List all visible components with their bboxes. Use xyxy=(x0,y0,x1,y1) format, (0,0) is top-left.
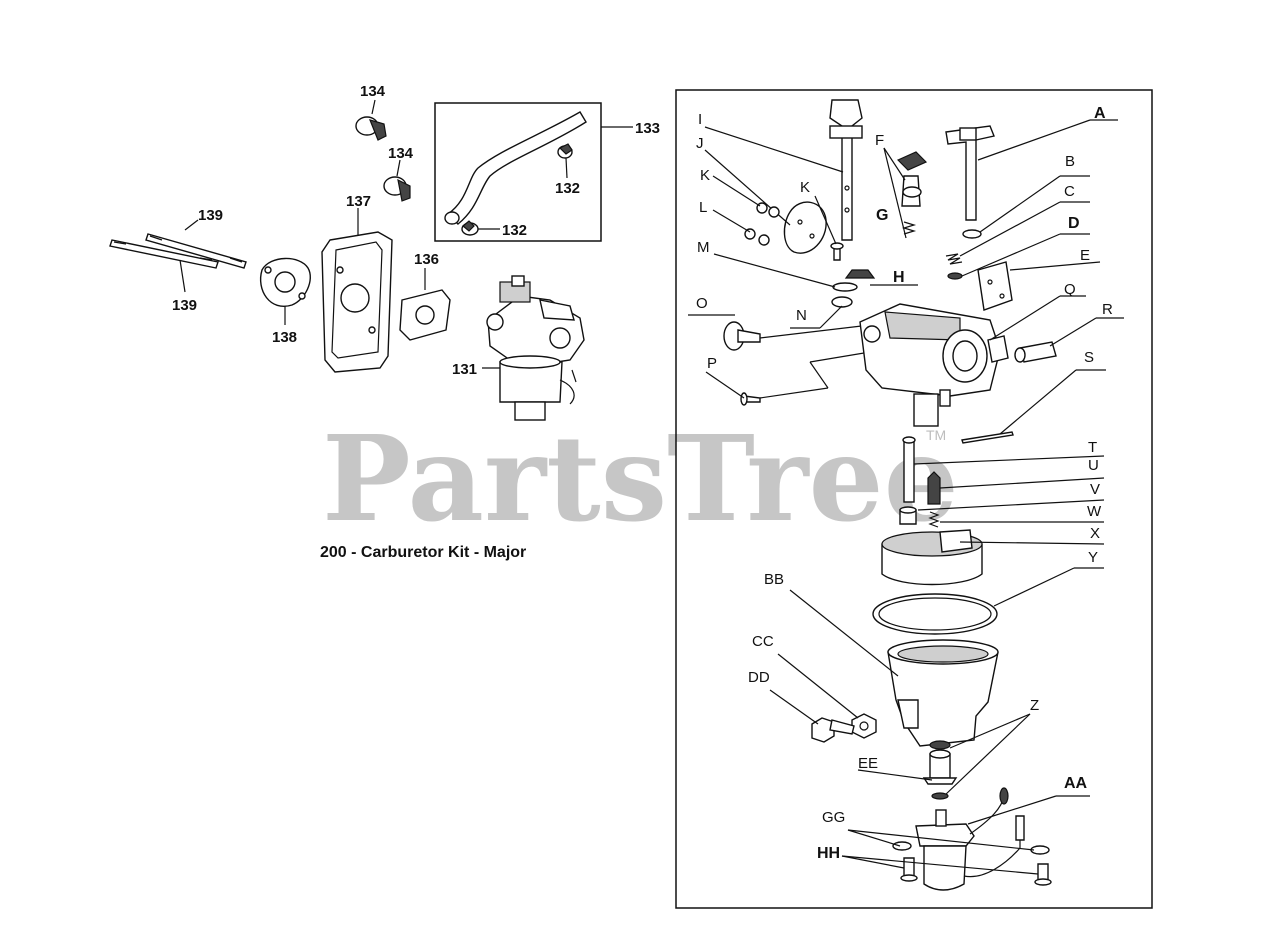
watermark: PartsTree xyxy=(322,409,959,548)
callout-S: S xyxy=(1084,349,1094,366)
part-J-choke-plate[interactable] xyxy=(783,201,827,254)
part-V-main-jet[interactable] xyxy=(899,506,917,525)
callout-HH: HH xyxy=(817,845,840,862)
part-134-clamp-upper[interactable] xyxy=(355,99,387,141)
part-132-clamp-top[interactable] xyxy=(557,143,573,159)
part-136-gasket[interactable] xyxy=(399,289,451,341)
callout-AA: AA xyxy=(1064,775,1088,792)
part-E-plate[interactable] xyxy=(977,261,1013,311)
callout-134-upper: 134 xyxy=(360,83,386,100)
callout-BB: BB xyxy=(764,571,784,588)
part-139-stud-lower[interactable] xyxy=(109,239,219,269)
callout-137: 137 xyxy=(346,193,371,210)
callout-J: J xyxy=(696,135,704,152)
part-X-float[interactable] xyxy=(881,529,983,586)
watermark-tm: TM xyxy=(926,427,946,443)
callout-U: U xyxy=(1088,457,1099,474)
exploded-view-frame xyxy=(675,89,1153,909)
callout-138: 138 xyxy=(272,329,297,346)
callout-R: R xyxy=(1102,301,1113,318)
callout-Y: Y xyxy=(1088,549,1098,566)
part-T-emulsion-tube[interactable] xyxy=(902,436,916,503)
part-O-idle-screw[interactable] xyxy=(723,321,761,351)
part-L-screw[interactable] xyxy=(744,228,770,246)
part-133-box xyxy=(434,102,602,242)
part-133-hose[interactable] xyxy=(444,111,587,225)
callout-K-right: K xyxy=(800,179,810,196)
callout-Z: Z xyxy=(1030,697,1039,714)
callout-I: I xyxy=(698,111,702,128)
kit-label: 200 - Carburetor Kit - Major xyxy=(320,544,526,561)
part-S-pin[interactable] xyxy=(961,431,1014,444)
callout-H: H xyxy=(893,269,905,286)
callout-133: 133 xyxy=(635,120,660,137)
part-C-spring[interactable] xyxy=(945,253,963,265)
part-B-washer[interactable] xyxy=(962,229,982,239)
part-W-spring[interactable] xyxy=(928,511,940,528)
callout-V: V xyxy=(1090,481,1100,498)
callout-O: O xyxy=(696,295,708,312)
part-F-valve[interactable] xyxy=(896,151,928,207)
callout-X: X xyxy=(1090,525,1100,542)
callout-139-upper: 139 xyxy=(198,207,223,224)
part-N-washer[interactable] xyxy=(831,296,853,308)
callout-C: C xyxy=(1064,183,1075,200)
part-EE-drain-screw[interactable] xyxy=(922,749,958,800)
part-D-ring[interactable] xyxy=(947,272,963,280)
callout-E: E xyxy=(1080,247,1090,264)
callout-132-top: 132 xyxy=(555,180,580,197)
callout-A: A xyxy=(1094,105,1106,122)
callout-W: W xyxy=(1087,503,1102,520)
callout-D: D xyxy=(1068,215,1080,232)
part-139-stud-upper[interactable] xyxy=(145,233,247,269)
callout-N: N xyxy=(796,307,807,324)
part-Y-bowl-gasket[interactable] xyxy=(872,593,998,635)
callout-139-lower: 139 xyxy=(172,297,197,314)
part-P-screw[interactable] xyxy=(740,392,761,406)
callout-M: M xyxy=(697,239,710,256)
callout-B: B xyxy=(1065,153,1075,170)
part-I-choke-shaft[interactable] xyxy=(829,99,863,241)
callout-F: F xyxy=(875,132,884,149)
callout-P: P xyxy=(707,355,717,372)
callout-T: T xyxy=(1088,439,1097,456)
part-138-gasket[interactable] xyxy=(260,257,311,307)
callout-CC: CC xyxy=(752,633,774,650)
part-AA-fuel-solenoid[interactable] xyxy=(915,787,1025,891)
callout-132-bottom: 132 xyxy=(502,222,527,239)
callout-136: 136 xyxy=(414,251,439,268)
callout-DD: DD xyxy=(748,669,770,686)
callout-L: L xyxy=(699,199,707,216)
part-137-spacer[interactable] xyxy=(321,231,393,373)
part-DD-bowl-bolt[interactable] xyxy=(811,717,855,743)
callout-GG: GG xyxy=(822,809,845,826)
part-131-carburetor[interactable] xyxy=(486,275,585,421)
part-CC-washer[interactable] xyxy=(851,713,877,739)
part-G-spring[interactable] xyxy=(901,221,917,235)
part-Q-carb-body[interactable] xyxy=(859,303,1009,427)
callout-K-left: K xyxy=(700,167,710,184)
part-134-clamp-lower[interactable] xyxy=(383,159,411,202)
part-M-oring[interactable] xyxy=(832,282,858,292)
part-H-seal[interactable] xyxy=(844,269,876,279)
part-A-throttle-shaft[interactable] xyxy=(945,125,995,221)
callout-Q: Q xyxy=(1064,281,1076,298)
callout-EE: EE xyxy=(858,755,878,772)
callout-134-lower: 134 xyxy=(388,145,414,162)
callout-G: G xyxy=(876,207,888,224)
part-132-clamp-bottom[interactable] xyxy=(461,220,479,236)
part-R-fitting[interactable] xyxy=(1014,341,1057,363)
part-BB-float-bowl[interactable] xyxy=(887,639,999,750)
part-K-screw-right[interactable] xyxy=(830,242,844,261)
part-U-float-needle[interactable] xyxy=(927,471,941,505)
callout-131: 131 xyxy=(452,361,477,378)
